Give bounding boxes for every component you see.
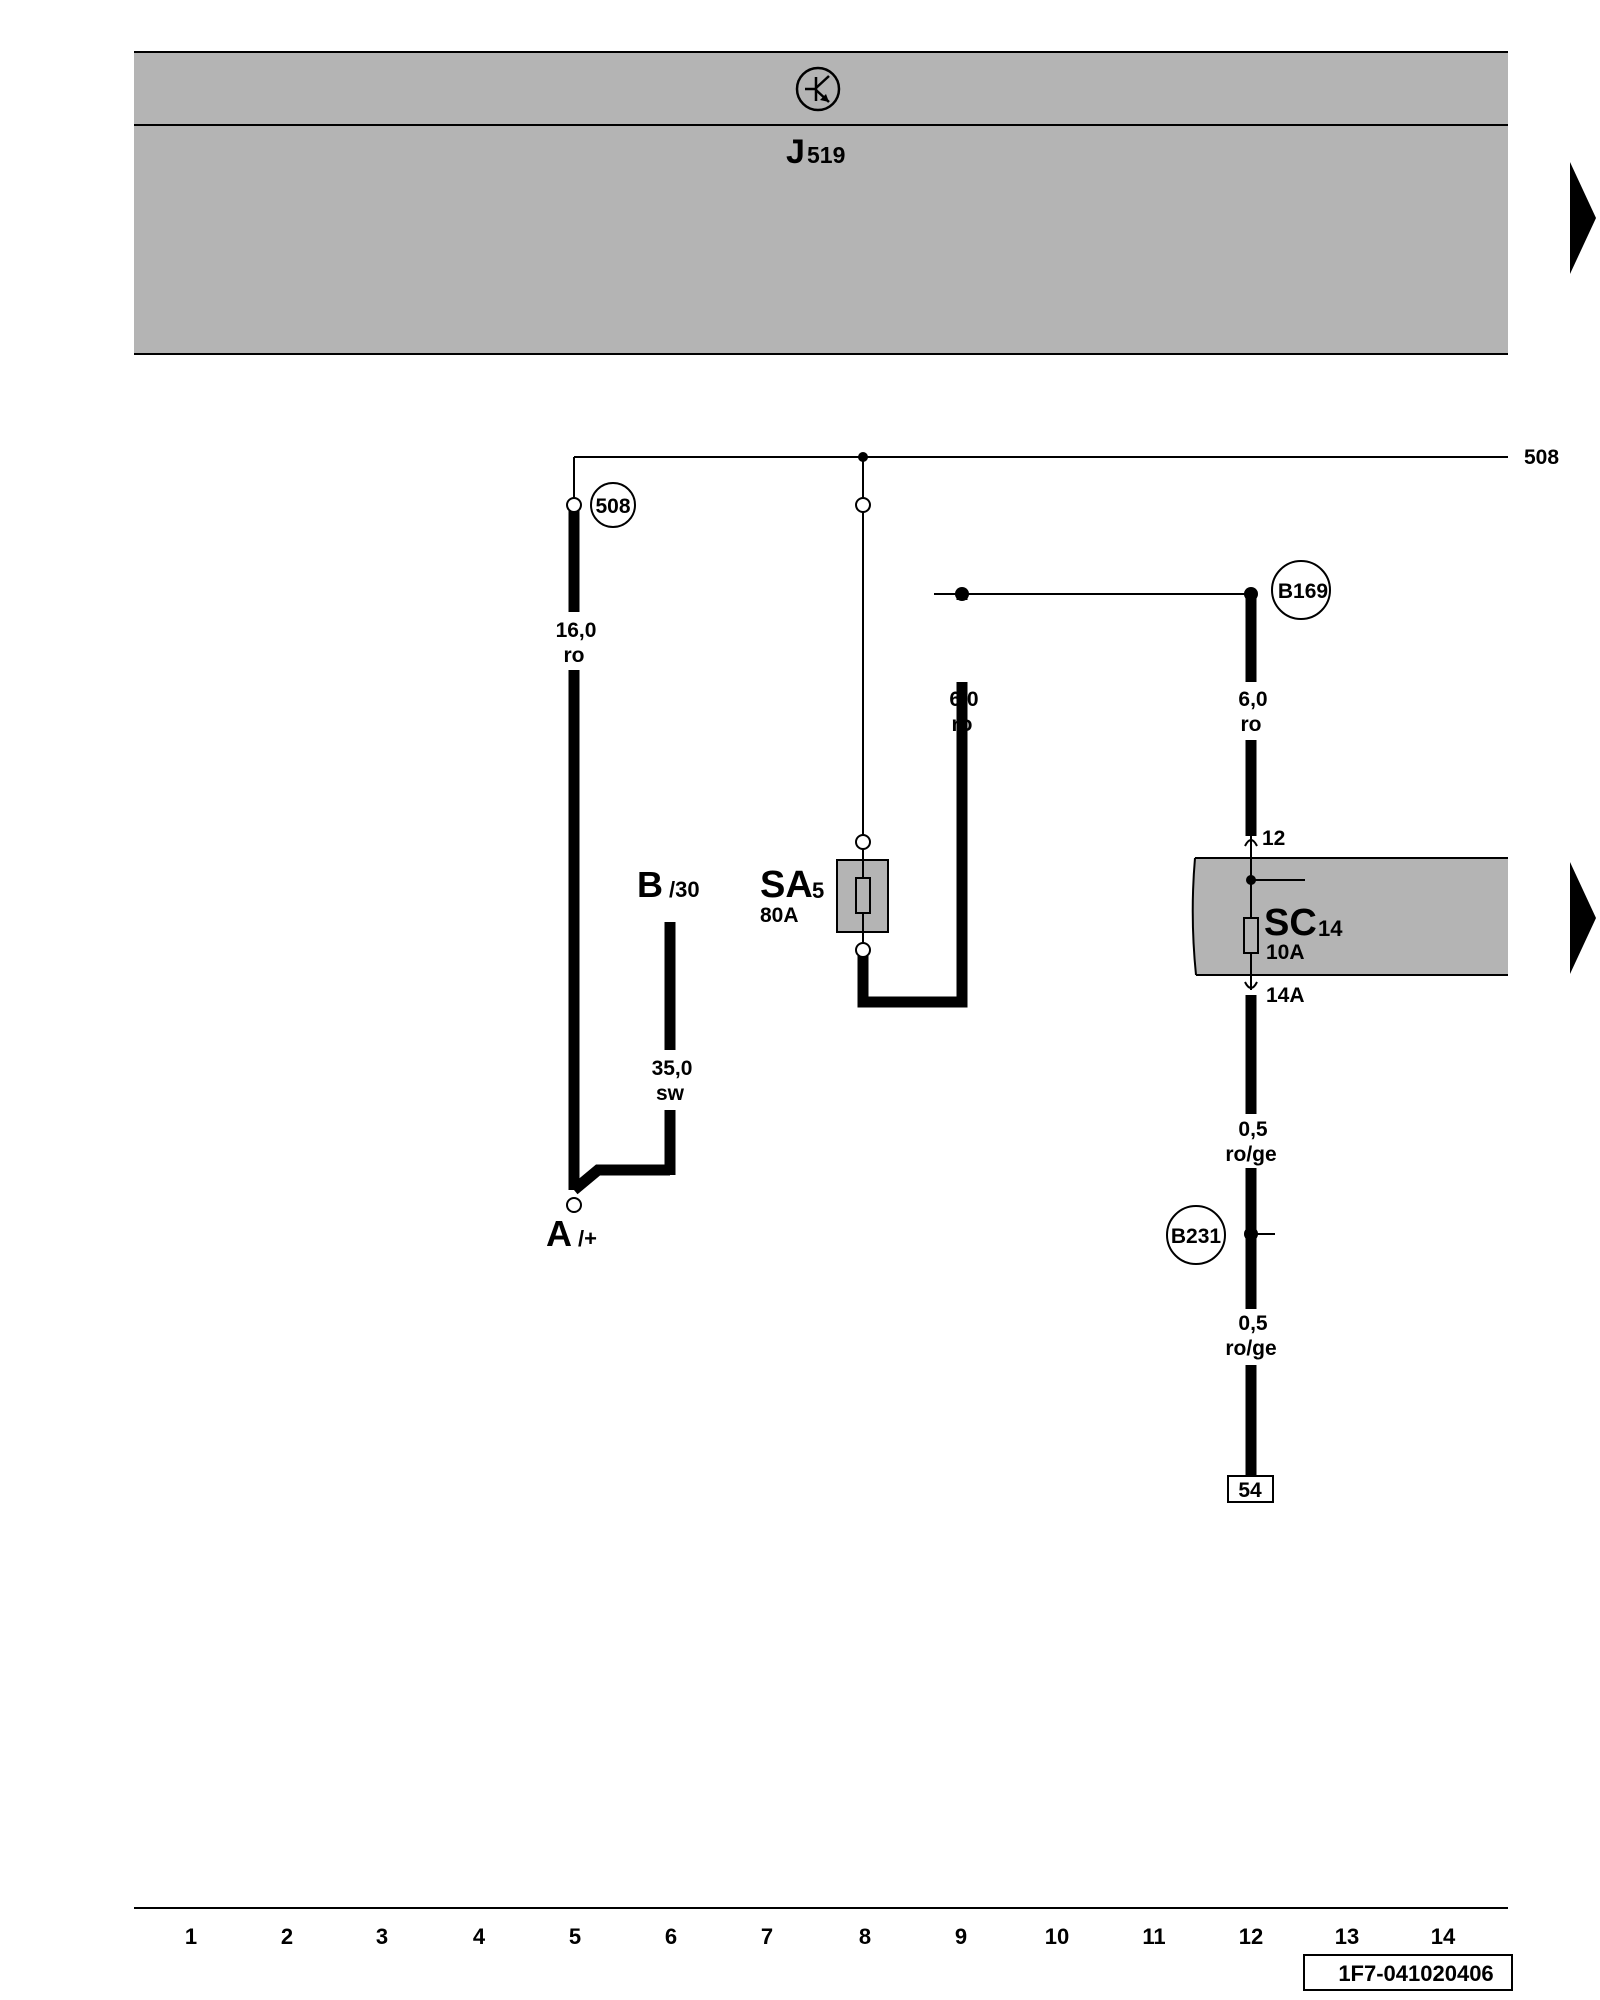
wire-color-label: ro (564, 644, 585, 667)
control-unit-panel: J 519 (134, 51, 1508, 355)
fuse-sc-pin-in: 12 (1262, 827, 1285, 850)
column-number: 13 (1335, 1924, 1359, 1949)
continuation-arrow-icon[interactable] (1570, 862, 1596, 974)
connector-b169: B169 (1271, 560, 1331, 620)
wire-35-sw: 35,0 sw (652, 922, 693, 1175)
column-number: 5 (569, 1924, 581, 1949)
link-line-b169 (934, 587, 1258, 601)
column-number: 2 (281, 1924, 293, 1949)
column-number: 4 (473, 1924, 486, 1949)
ground-box-label: 54 (1238, 1479, 1262, 1502)
column-number: 1 (185, 1924, 197, 1949)
column-number: 8 (859, 1924, 871, 1949)
wire-size-label: 16,0 (556, 619, 597, 642)
wire-color-label: ro/ge (1225, 1143, 1276, 1166)
column-number: 9 (955, 1924, 967, 1949)
column-number: 7 (761, 1924, 773, 1949)
terminal-a-letter: A (546, 1213, 572, 1254)
wire-size-label: 6,0 (1238, 688, 1267, 711)
wire-color-label: sw (656, 1082, 685, 1105)
fuse-sc-number: 14 (1318, 916, 1343, 941)
column-number: 10 (1045, 1924, 1069, 1949)
wire-16-ro: 16,0 ro (556, 497, 670, 1195)
terminal-a: A /+ (546, 1197, 597, 1254)
fuse-sa-number: 5 (812, 878, 824, 903)
bus-line-508: 508 (573, 446, 1559, 500)
wire-size-label: 6,0 (949, 688, 978, 711)
wire-size-label: 0,5 (1238, 1118, 1268, 1141)
bus-reference-label: 508 (1524, 446, 1559, 469)
computer-symbol-icon (795, 66, 841, 112)
ground-box-54: 54 (1227, 1475, 1274, 1503)
control-unit-number: 519 (807, 142, 845, 168)
connector-b231: B231 (1166, 1205, 1275, 1265)
connector-b231-label: B231 (1171, 1225, 1222, 1248)
terminal-b: B /30 (637, 864, 700, 905)
fuse-sc-letter: SC (1264, 902, 1317, 944)
connector-508-label: 508 (595, 495, 630, 518)
column-number: 12 (1239, 1924, 1263, 1949)
continuation-arrow-icon[interactable] (1570, 162, 1596, 274)
terminal-a-suffix: /+ (578, 1226, 597, 1251)
fuse-sa5: SA 5 80A (760, 457, 889, 958)
connector-508: 508 (590, 482, 636, 528)
column-number: 6 (665, 1924, 677, 1949)
wire-6-ro-col12: 6,0 ro (1238, 594, 1268, 836)
terminal-b-letter: B (637, 864, 663, 905)
wire-size-label: 35,0 (652, 1057, 693, 1080)
wire-0-5-ro-ge-lower: 0,5 ro/ge (1225, 1312, 1277, 1476)
wire-0-5-ro-ge-upper: 0,5 ro/ge (1225, 995, 1277, 1309)
fuse-sa-letter: SA (760, 864, 813, 906)
fuse-holder-panel (1191, 857, 1508, 976)
column-number: 11 (1142, 1924, 1165, 1949)
column-number: 3 (376, 1924, 388, 1949)
fuse-sc14: 12 14A SC 14 10A (1243, 827, 1343, 1007)
drawing-id-box: 1F7-041020406 (1303, 1954, 1513, 1991)
footer-column-ruler: 1 2 3 4 5 6 7 8 9 10 11 12 13 14 (134, 1907, 1508, 1949)
fuse-sa-rating: 80A (760, 904, 799, 927)
wire-color-label: ro (952, 713, 973, 736)
connector-b169-label: B169 (1278, 580, 1328, 603)
fuse-sc-pin-out: 14A (1266, 984, 1305, 1007)
wire-color-label: ro/ge (1225, 1337, 1276, 1360)
wire-size-label: 0,5 (1238, 1312, 1268, 1335)
wire-6-ro-col9: 6,0 ro (857, 592, 979, 1008)
fuse-sc-rating: 10A (1266, 941, 1305, 964)
column-number: 14 (1431, 1924, 1456, 1949)
wire-color-label: ro (1241, 713, 1262, 736)
control-unit-letter: J (786, 133, 805, 171)
terminal-b-suffix: /30 (669, 877, 700, 902)
drawing-id: 1F7-041020406 (1338, 1961, 1493, 1986)
